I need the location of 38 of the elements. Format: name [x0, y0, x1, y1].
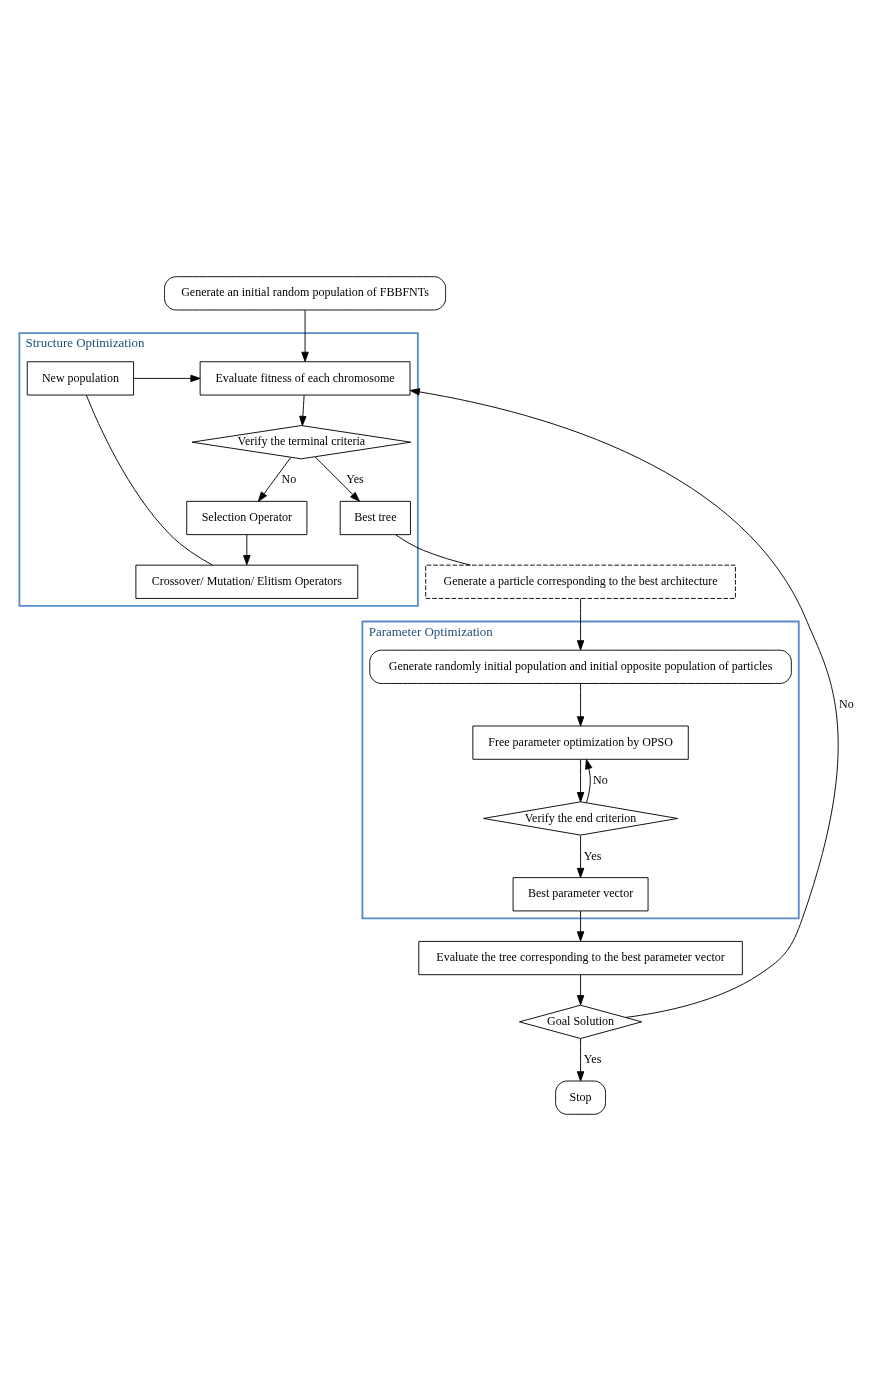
connector: [85, 394, 213, 566]
node-diamond: Goal Solution: [519, 1004, 643, 1039]
edge-label: No: [281, 472, 297, 487]
arrow: [301, 309, 309, 362]
node-box: Stop: [555, 1080, 606, 1115]
edge-label: No: [839, 696, 854, 711]
node-box: Free parameter optimization by OPSO: [472, 725, 689, 760]
arrow: [576, 1038, 585, 1082]
node-box: Evaluate fitness of each chromosome: [199, 361, 411, 396]
edge-label: No: [593, 772, 608, 787]
edge-label: Yes: [346, 472, 364, 487]
node-box: Generate randomly initial population and initial opposite population of particles: [369, 649, 792, 684]
edge-label: Yes: [583, 1051, 602, 1066]
arrow: [243, 534, 251, 566]
node-diamond: Verify the end criterion: [483, 801, 679, 836]
node-box: Generate an initial random population of FBBFNTs: [164, 276, 447, 311]
arrow: [576, 683, 585, 727]
connector: [395, 534, 471, 566]
node-box: Crossover/ Mutation/ Elitism Operators: [135, 564, 359, 599]
node-box: Evaluate the tree corresponding to the best parameter vector: [418, 940, 743, 976]
arrow: [576, 974, 585, 1006]
arrow: [299, 394, 307, 427]
arrow: [409, 388, 839, 1018]
arrow: [576, 759, 585, 803]
node-box: Best tree: [339, 500, 411, 536]
arrow: [576, 910, 585, 942]
node-box: Generate a particle corresponding to the best architecture: [425, 564, 736, 599]
node-box: Best parameter vector: [512, 877, 649, 912]
arrow: [133, 374, 201, 383]
edge-label: Yes: [583, 848, 602, 863]
arrow: [576, 834, 585, 879]
arrow: [258, 456, 292, 502]
arrow: [576, 598, 585, 651]
node-diamond: Verify the terminal criteria: [191, 425, 412, 460]
arrow: [314, 456, 360, 502]
node-box: Selection Operator: [186, 500, 308, 536]
node-box: New population: [26, 361, 135, 396]
arrow: [585, 759, 593, 804]
